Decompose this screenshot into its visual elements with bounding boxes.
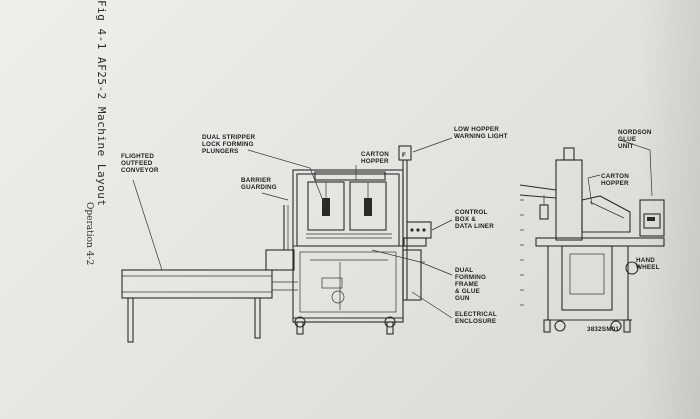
- drawing-number: 3832SM01: [587, 326, 619, 333]
- figure-title: Fig 4-1 AF25-2 Machine Layout: [95, 0, 108, 207]
- label-carton-hopper-side: CARTON HOPPER: [601, 173, 631, 187]
- label-electrical-enclosure: ELECTRICAL ENCLOSURE: [455, 311, 499, 325]
- svg-text:F: F: [402, 152, 406, 159]
- outfeed-conveyor: [121, 269, 298, 343]
- leader-lines: [132, 137, 653, 319]
- label-flighted-conveyor: FLIGHTED OUTFEED CONVEYOR: [121, 153, 159, 174]
- barrier-guarding: [265, 205, 295, 271]
- side-view: [519, 147, 665, 333]
- label-dual-forming-frame: DUAL FORMING FRAME & GLUE GUN: [455, 267, 488, 302]
- front-view: F: [121, 145, 432, 343]
- label-low-hopper-light: LOW HOPPER WARNING LIGHT: [454, 126, 508, 140]
- label-barrier-guarding: BARRIER GUARDING: [241, 177, 277, 191]
- label-carton-hopper: CARTON HOPPER: [361, 151, 391, 165]
- label-hand-wheel: HAND WHEEL: [636, 257, 660, 271]
- operation-label: Operation 4-2: [84, 202, 94, 266]
- control-box: [403, 221, 432, 247]
- label-dual-stripper: DUAL STRIPPER LOCK FORMING PLUNGERS: [202, 134, 257, 155]
- main-frame: [292, 169, 404, 335]
- label-nordson-glue: NORDSON GLUE UNIT: [618, 129, 654, 150]
- warning-light-post: F: [398, 145, 412, 300]
- electrical-enclosure: [402, 249, 425, 301]
- label-control-box: CONTROL BOX & DATA LINER: [455, 209, 494, 230]
